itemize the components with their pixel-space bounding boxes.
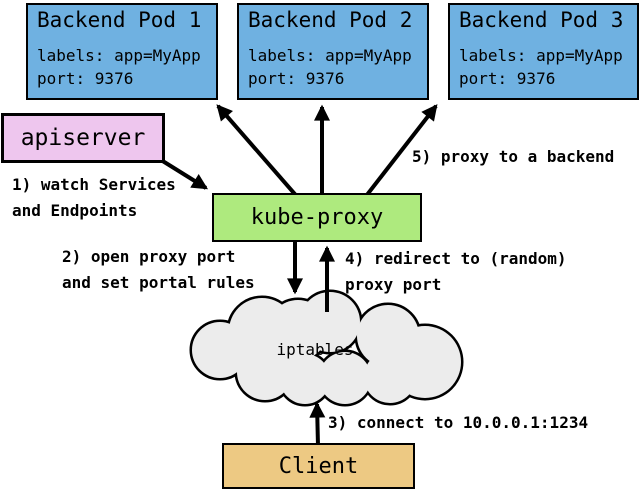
- arrow-client-to-iptables: [309, 401, 326, 447]
- backend-pod-1-box: Backend Pod 1 labels: app=MyApp port: 93…: [26, 3, 218, 100]
- note-watch-services: 1) watch Services and Endpoints: [12, 175, 176, 220]
- client-box: Client: [222, 443, 415, 489]
- apiserver-box: apiserver: [1, 113, 165, 163]
- pod-port: port: 9376: [459, 69, 556, 88]
- pod-port: port: 9376: [248, 69, 345, 88]
- backend-pod-2-box: Backend Pod 2 labels: app=MyApp port: 93…: [237, 3, 429, 100]
- kube-proxy-box: kube-proxy: [212, 193, 422, 242]
- pod-labels: labels: app=MyApp: [248, 46, 412, 65]
- pod-labels: labels: app=MyApp: [459, 46, 623, 65]
- pod-labels: labels: app=MyApp: [37, 46, 201, 65]
- iptables-cloud-fill: [192, 292, 461, 404]
- pod-port: port: 9376: [37, 69, 134, 88]
- note-redirect: 4) redirect to (random) proxy port: [345, 249, 567, 294]
- client-label: Client: [278, 453, 359, 479]
- pod-title: Backend Pod 3: [459, 8, 624, 32]
- arrow-kube-proxy-to-pod1: [216, 104, 302, 202]
- arrow-kube-proxy-to-pod3: [361, 104, 438, 202]
- apiserver-label: apiserver: [20, 125, 146, 151]
- pod-title: Backend Pod 2: [248, 8, 413, 32]
- note-open-proxy-port: 2) open proxy port and set portal rules: [62, 247, 255, 292]
- backend-pod-3-box: Backend Pod 3 labels: app=MyApp port: 93…: [448, 3, 639, 100]
- note-proxy-backend: 5) proxy to a backend: [412, 147, 615, 166]
- iptables-label: iptables: [276, 340, 354, 359]
- note-connect: 3) connect to 10.0.0.1:1234: [328, 413, 589, 432]
- pod-title: Backend Pod 1: [37, 8, 202, 32]
- kube-proxy-label: kube-proxy: [250, 205, 384, 230]
